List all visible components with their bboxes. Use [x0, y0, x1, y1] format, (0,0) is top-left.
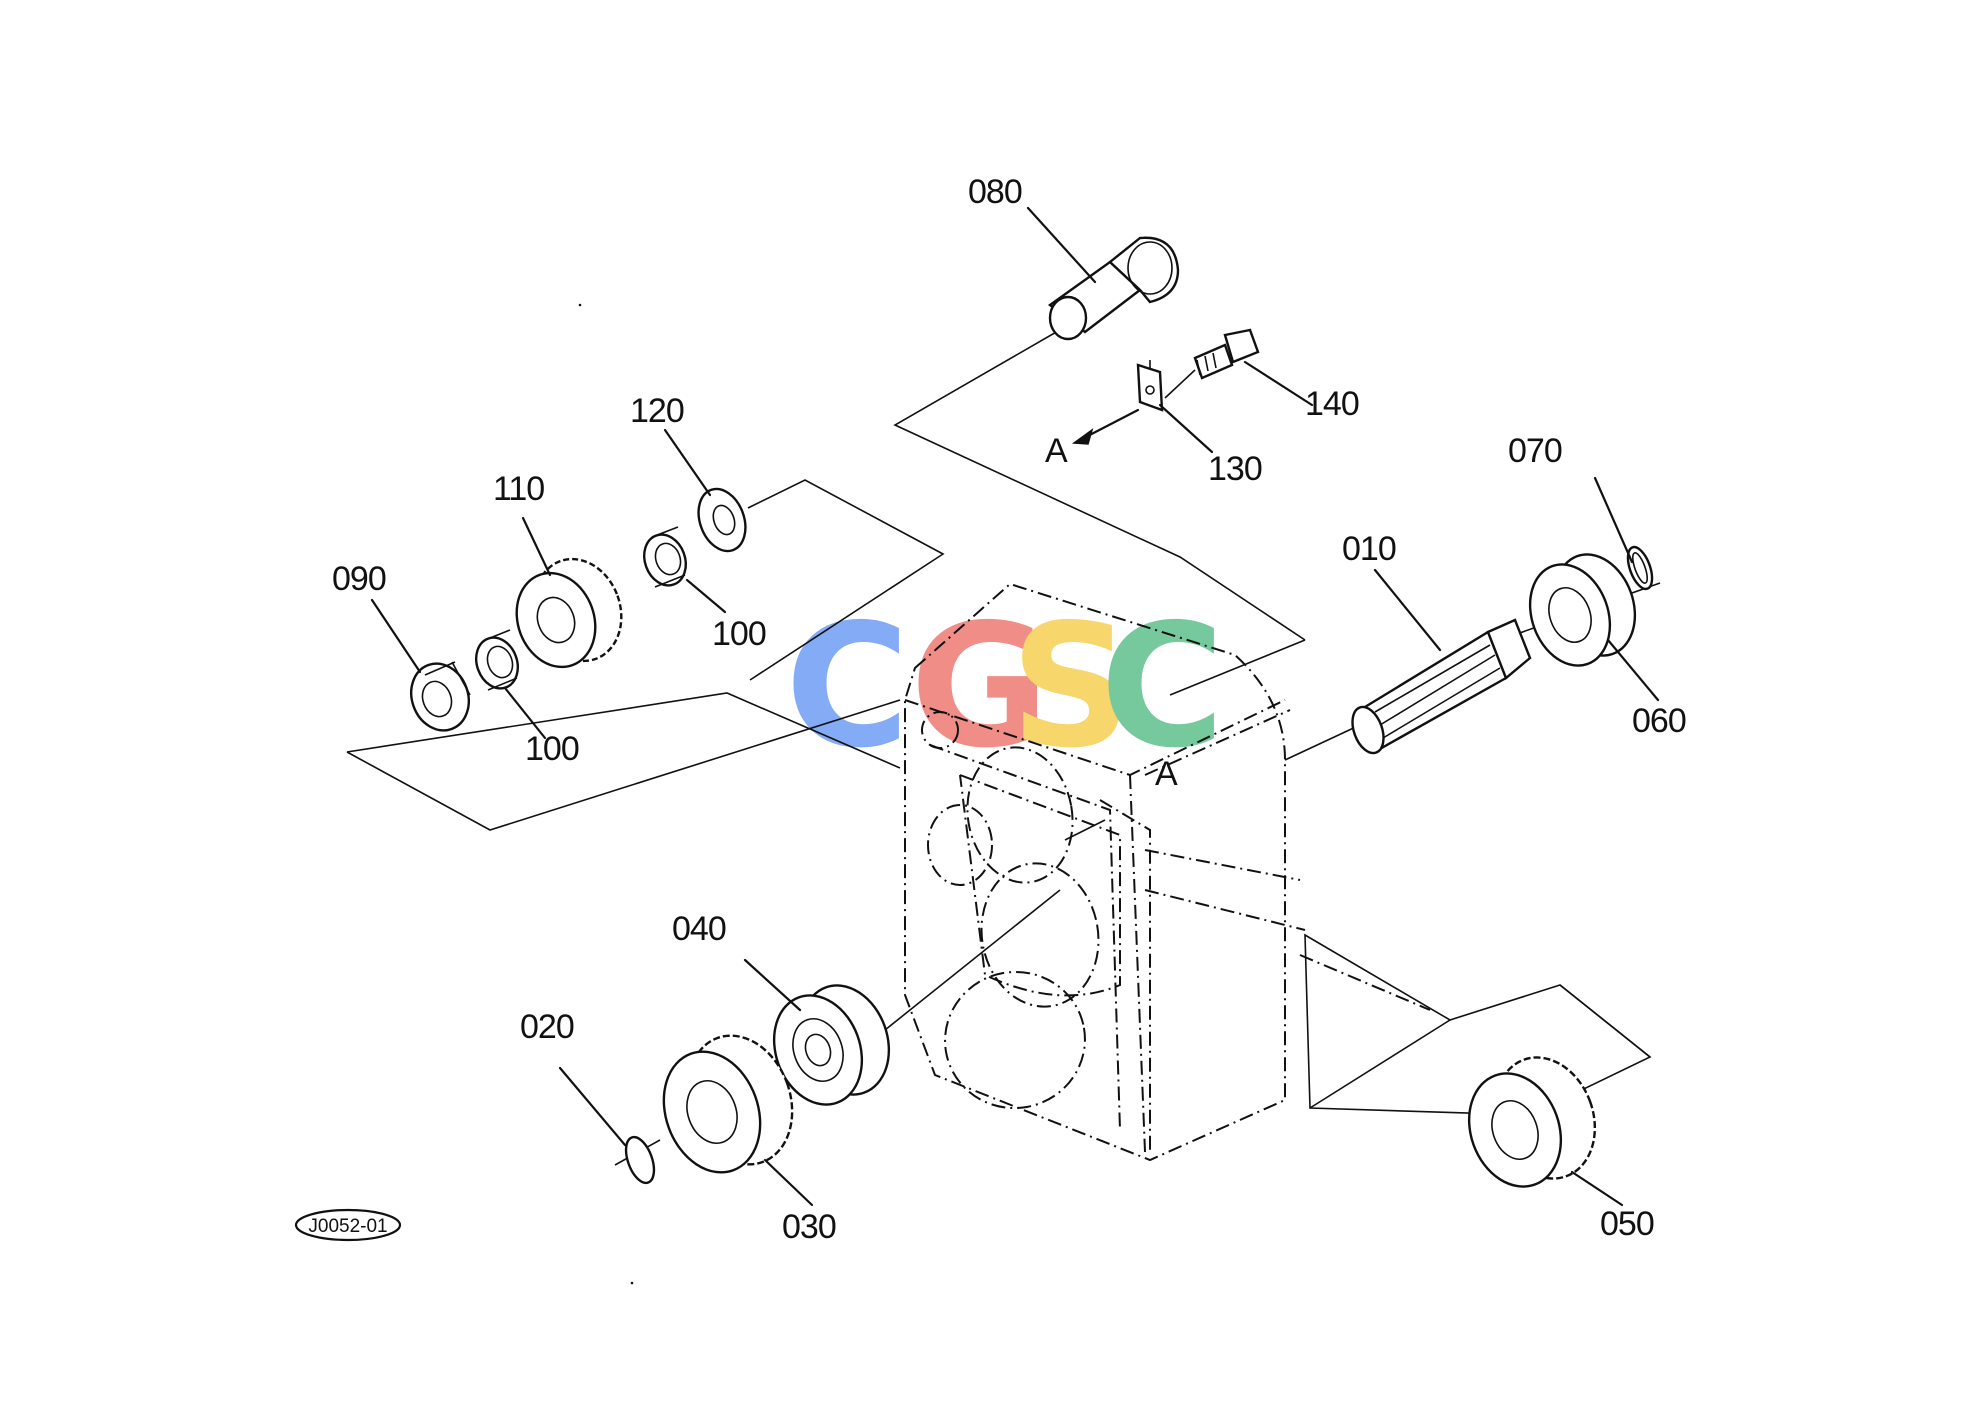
watermark-letter-2: G — [910, 588, 1050, 786]
part-100-bearing-upper — [643, 526, 687, 588]
part-050-gear — [1467, 1056, 1597, 1188]
watermark-letter-3: S — [1010, 588, 1132, 786]
part-010-shaft — [1351, 618, 1532, 755]
speck — [578, 303, 582, 307]
label-120: 120 — [630, 392, 684, 430]
label-030: 030 — [782, 1208, 836, 1246]
gearbox-case — [904, 582, 1286, 1162]
label-090: 090 — [332, 560, 386, 598]
part-120-washer — [697, 487, 747, 553]
part-060-bearing — [1528, 553, 1637, 667]
watermark-letter-4: C — [1100, 588, 1225, 786]
label-020: 020 — [520, 1008, 574, 1046]
label-060: 060 — [1632, 702, 1686, 740]
label-070: 070 — [1508, 432, 1562, 470]
part-100-bearing-lower — [475, 629, 519, 691]
part-080-pin — [1047, 236, 1180, 341]
label-110: 110 — [493, 470, 544, 508]
part-040-bearing — [772, 984, 891, 1106]
part-110-gear — [515, 557, 623, 669]
watermark: C G S C — [785, 588, 1225, 786]
drawing-code-badge: J0052-01 — [294, 1208, 402, 1242]
drawing-code: J0052-01 — [308, 1216, 387, 1237]
part-140-bolt — [1193, 328, 1260, 380]
part-130-plate — [1136, 363, 1164, 412]
label-040: 040 — [672, 910, 726, 948]
view-mark-a-1: A — [1045, 432, 1068, 470]
label-100-lower: 100 — [525, 730, 579, 768]
label-100-upper: 100 — [712, 615, 766, 653]
label-130: 130 — [1208, 450, 1262, 488]
part-030-gear — [662, 1034, 794, 1174]
label-050: 050 — [1600, 1205, 1654, 1243]
leader-lines — [370, 206, 1660, 1207]
part-090-collar — [410, 661, 471, 732]
part-070-snap-ring — [1626, 545, 1654, 591]
view-mark-a-2: A — [1155, 755, 1178, 793]
centre-lines — [1144, 709, 1431, 1011]
watermark-letter-1: C — [785, 588, 910, 786]
label-080: 080 — [968, 173, 1022, 211]
part-number-labels: 080 140 130 070 010 060 120 110 090 100 … — [332, 173, 1687, 1246]
label-010: 010 — [1342, 530, 1396, 568]
part-020-snap-ring — [624, 1135, 656, 1185]
view-arrow-a: A A — [1045, 408, 1179, 841]
label-140: 140 — [1305, 385, 1359, 423]
speck — [630, 1281, 634, 1285]
